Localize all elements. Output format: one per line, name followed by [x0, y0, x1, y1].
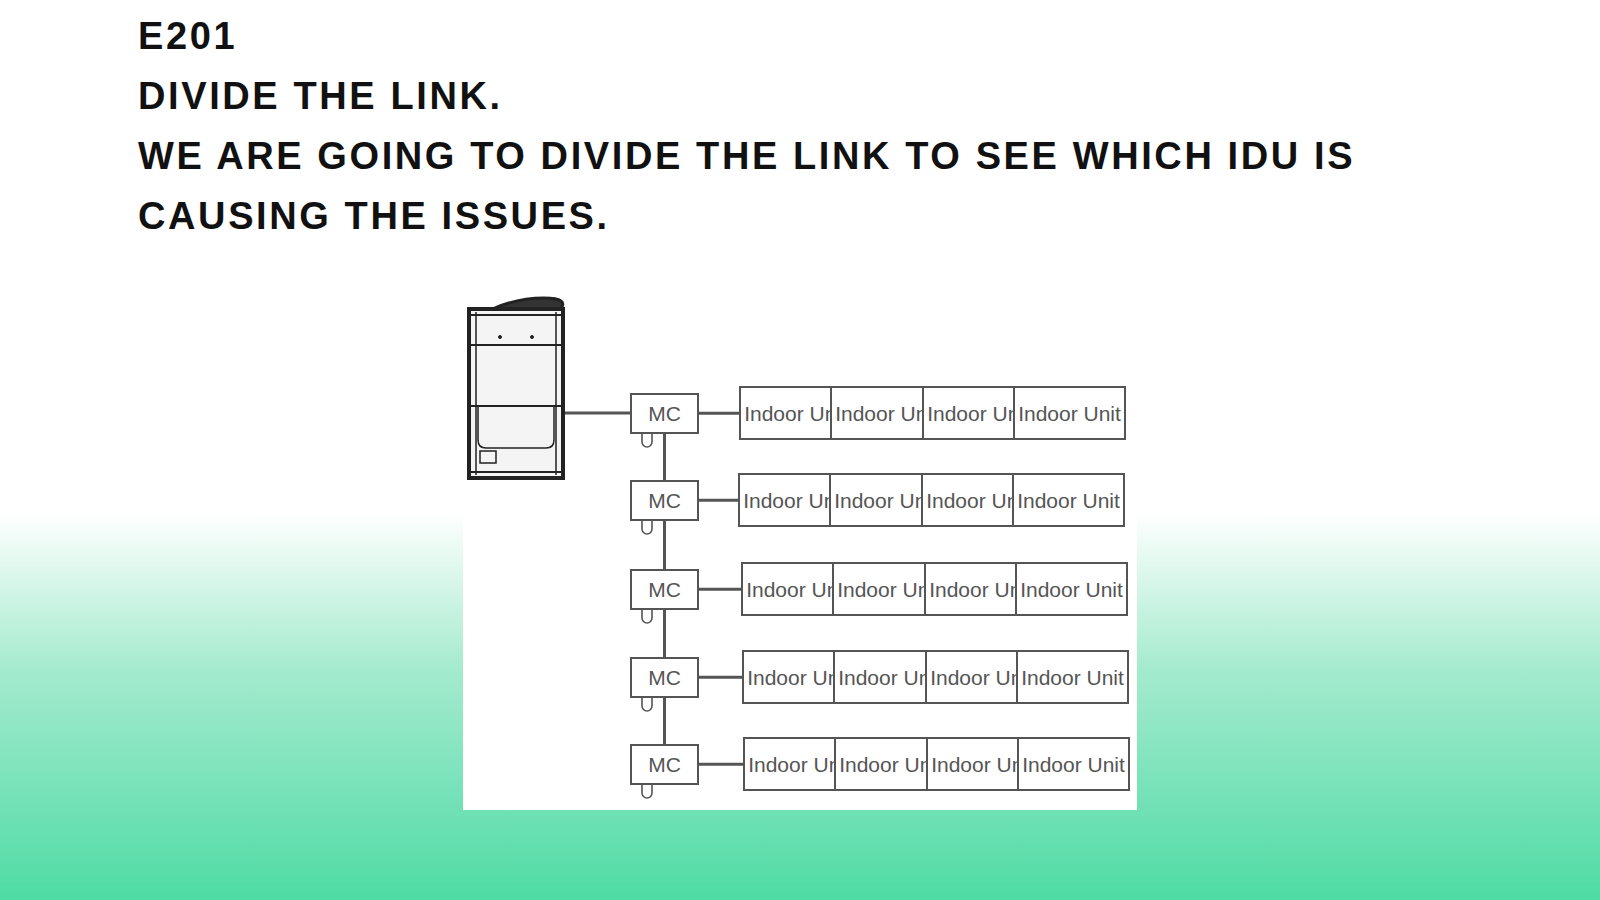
- heading-text: DIVIDE THE LINK.: [138, 66, 1456, 126]
- box-label: MC: [648, 488, 681, 513]
- unit-casing: [469, 309, 563, 478]
- diagram-panel: [463, 285, 1137, 810]
- screw: [499, 336, 502, 339]
- box-label: Indoor Unit: [1018, 401, 1121, 426]
- box-label: Indoor Unit: [1021, 665, 1124, 690]
- indoor-unit-box: Indoor Unit: [1016, 650, 1129, 704]
- indoor-unit-box: Indoor Unit: [1012, 473, 1125, 527]
- link-line: [699, 676, 742, 679]
- link-line: [663, 434, 666, 480]
- mc-box: MC: [630, 393, 699, 434]
- link-line: [699, 499, 738, 502]
- link-line: [663, 698, 666, 744]
- indoor-unit-box: Indoor Unit: [1013, 386, 1126, 440]
- screw: [531, 336, 534, 339]
- u-symbol: [642, 785, 652, 798]
- mc-box: MC: [630, 744, 699, 785]
- u-symbol: [642, 434, 652, 447]
- front-panel: [478, 406, 554, 448]
- mc-box: MC: [630, 569, 699, 610]
- mc-box: MC: [630, 480, 699, 521]
- link-line: [663, 610, 666, 657]
- link-line: [663, 521, 666, 569]
- casing-base: [469, 471, 563, 473]
- box-label: Indoor Unit: [1017, 488, 1120, 513]
- box-label: MC: [648, 665, 681, 690]
- link-line: [699, 588, 741, 591]
- link-line: [699, 763, 743, 766]
- casing-band: [469, 344, 563, 346]
- u-symbol: [642, 521, 652, 534]
- casing-edge: [555, 312, 557, 475]
- box-label: Indoor Unit: [1022, 752, 1125, 777]
- indoor-unit-box: Indoor Unit: [1015, 562, 1128, 616]
- box-label: MC: [648, 577, 681, 602]
- box-label: Indoor Unit: [1020, 577, 1123, 602]
- casing-edge: [475, 312, 477, 475]
- heading-block: E201DIVIDE THE LINK.WE ARE GOING TO DIVI…: [138, 6, 1456, 246]
- box-label: MC: [648, 752, 681, 777]
- casing-band: [469, 314, 563, 316]
- service-port: [480, 451, 496, 463]
- link-line: [699, 412, 739, 415]
- refrigerant-line: [565, 412, 630, 415]
- mc-box: MC: [630, 657, 699, 698]
- casing-band: [469, 405, 563, 407]
- u-symbol: [642, 610, 652, 623]
- error-code-title: E201: [138, 6, 1456, 66]
- heading-text: WE ARE GOING TO DIVIDE THE LINK TO SEE W…: [138, 126, 1456, 246]
- u-symbol: [642, 698, 652, 711]
- indoor-unit-box: Indoor Unit: [1017, 737, 1130, 791]
- box-label: MC: [648, 401, 681, 426]
- outdoor-unit: [469, 298, 563, 478]
